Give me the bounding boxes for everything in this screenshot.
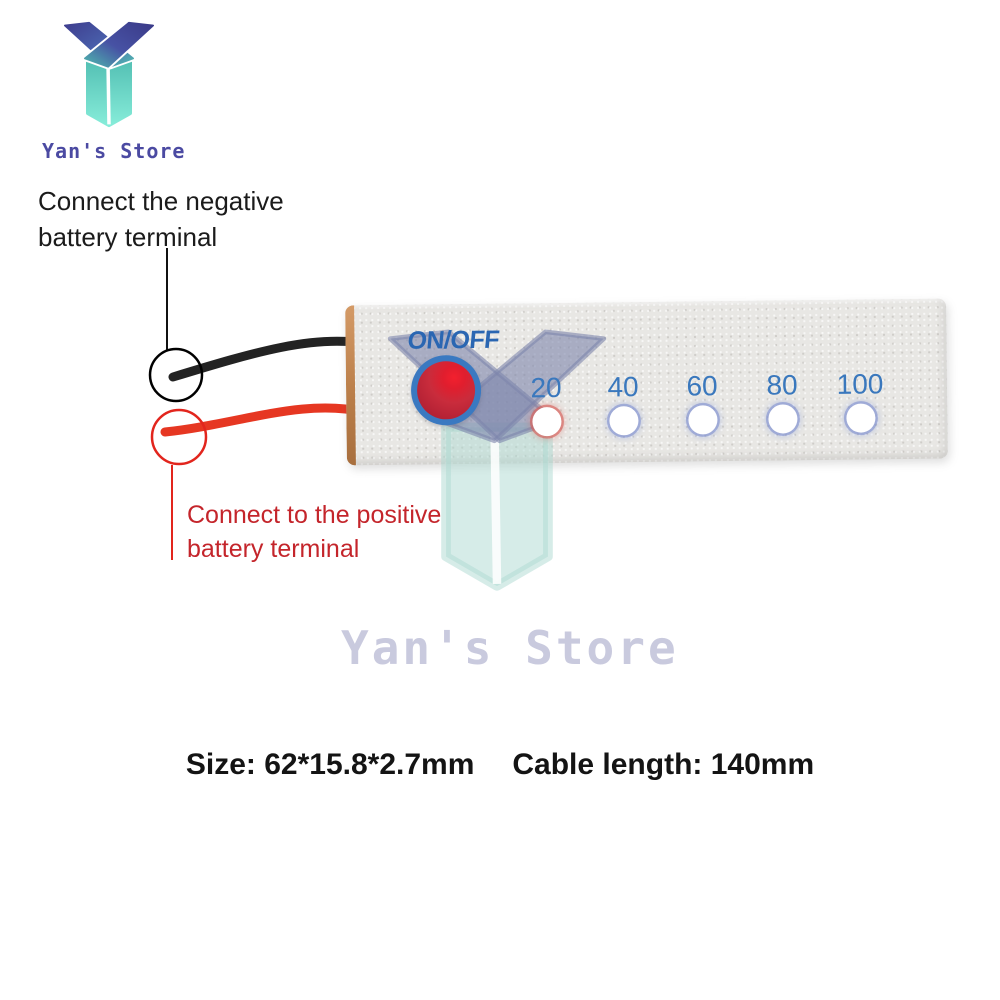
power-button [410,354,482,426]
level-40: 40 [589,371,658,436]
pcb-board-print: ON/OFF 20 40 60 80 100 [345,299,948,466]
store-name: Yan's Store [42,139,186,163]
positive-callout-circle [150,408,208,466]
store-logo-icon [62,20,156,128]
store-watermark-text: Yan's Store [341,621,679,675]
positive-callout-line2: battery terminal [187,535,360,563]
led-hole-80 [767,404,798,434]
red-wire [160,403,369,437]
negative-callout-line2: battery terminal [38,222,218,252]
spec-line: Size: 62*15.8*2.7mm Cable length: 140mm [0,748,1000,782]
level-20-label: 20 [530,371,562,404]
level-100: 100 [826,368,895,433]
power-button-cap [416,360,476,420]
level-80: 80 [748,369,817,434]
negative-callout-text: Connect the negative battery terminal [38,183,284,255]
level-60: 60 [668,370,737,435]
led-hole-40 [608,406,639,436]
level-100-label: 100 [836,368,884,400]
led-hole-60 [687,405,718,435]
led-hole-100 [845,403,876,433]
positive-callout-line1: Connect to the positive [187,501,442,529]
led-hole-20 [531,406,562,437]
positive-callout-text: Connect to the positive battery terminal [187,498,441,566]
level-20: 20 [512,371,581,437]
spec-size: Size: 62*15.8*2.7mm [185,748,475,781]
level-60-label: 60 [686,370,718,402]
black-wire [168,336,373,382]
level-40-label: 40 [607,371,639,403]
level-80-label: 80 [766,369,798,401]
spec-cable-length: Cable length: 140mm [512,748,815,781]
on-off-label: ON/OFF [406,325,501,355]
negative-callout-circle [148,347,204,403]
negative-callout-line1: Connect the negative [38,186,284,216]
